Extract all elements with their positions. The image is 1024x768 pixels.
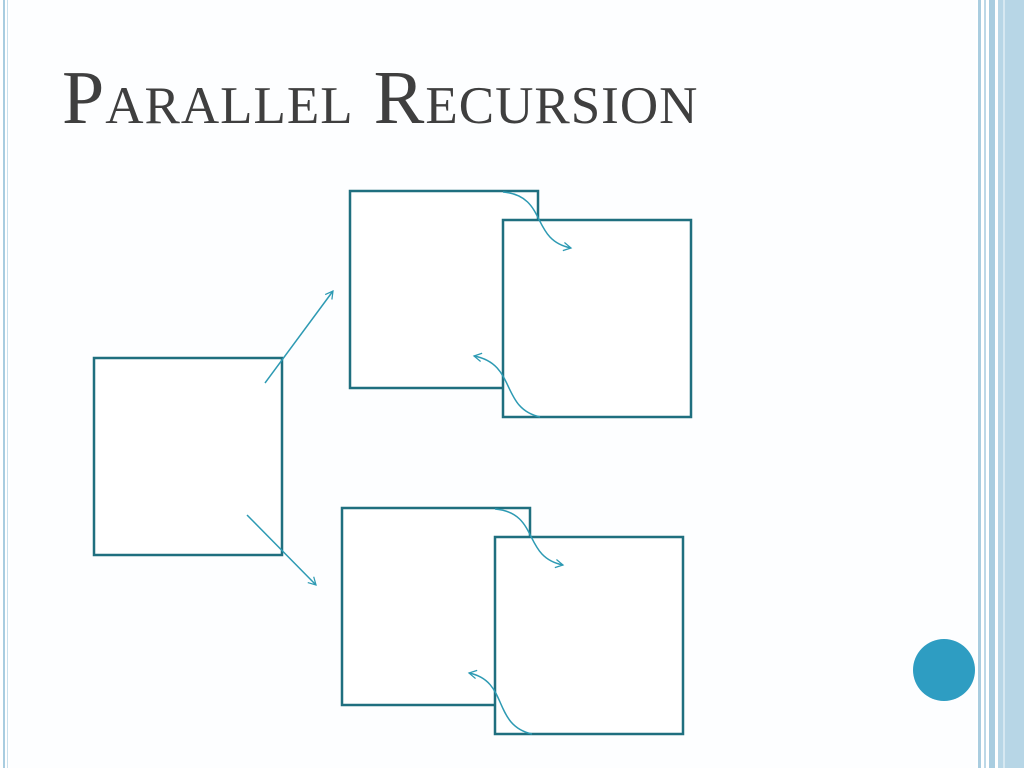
bottom-exchange-left-arrow xyxy=(467,669,533,735)
accent-dot xyxy=(913,639,975,701)
slide-title: Parallel Recursion xyxy=(62,56,699,140)
parent-task-box xyxy=(92,356,284,557)
spawn-top-arrow xyxy=(264,289,334,384)
bottom-exchange-right-arrow xyxy=(494,508,565,569)
bottom-task-b-box xyxy=(493,535,685,736)
top-task-b-box xyxy=(501,218,693,419)
left-frame-border xyxy=(0,0,10,768)
top-exchange-left-arrow xyxy=(472,352,541,418)
top-exchange-right-arrow xyxy=(502,191,573,252)
spawn-bottom-arrow xyxy=(246,514,317,586)
right-frame-border xyxy=(976,0,1024,768)
